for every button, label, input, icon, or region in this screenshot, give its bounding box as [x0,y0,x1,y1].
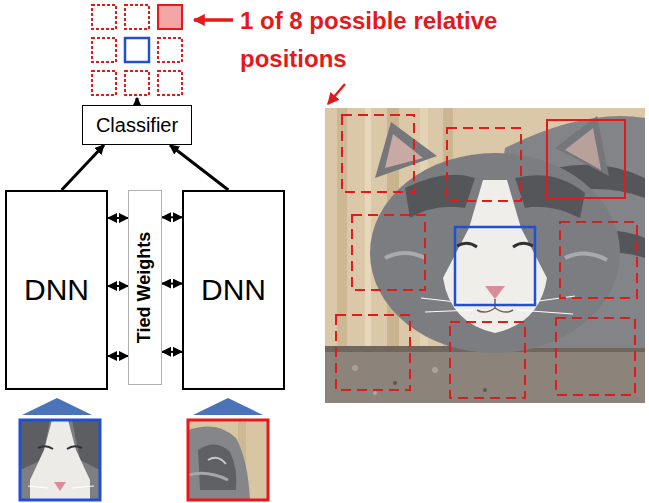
cat-photo-part-part [443,180,547,333]
position-grid-part [125,38,149,62]
tied-weights-box: Tied Weights [128,190,162,385]
cat-photo-part-part [325,108,645,403]
patch-outlines-part [547,120,625,198]
tied-weight-arrow [162,351,182,353]
neighbor-patch-part-part [188,420,268,500]
position-grid-part [92,38,116,62]
center-patch-part [20,420,100,500]
neighbor-patch-part [188,420,268,500]
position-grid-part [158,38,182,62]
center-patch-part [20,420,100,500]
feature-arrow [170,145,228,190]
patch-outlines-part [342,115,414,192]
center-patch-part-part [38,446,53,449]
center-patch-part-part [67,446,82,449]
cat-photo-part-part [352,365,358,371]
node-label: DNN [24,273,89,307]
cat-photo-part-part [405,175,475,218]
cat-photo-part-part [432,367,438,373]
position-grid-part [125,5,149,29]
output-arrow [136,98,139,104]
cat-photo [325,108,645,403]
network-box: DNN [5,190,108,390]
position-grid [92,5,182,95]
patch-outlines-part [556,318,635,395]
patch-outlines-part [447,128,521,201]
callout-label: 1 of 8 possible relative positions [240,2,502,78]
patch-outlines-part [352,215,425,290]
cat-photo-part-part [385,253,425,258]
node-label: DNN [201,273,266,307]
patch-outlines [336,115,637,398]
center-patch-part-part [20,420,100,500]
classifier-box: Classifier [82,105,192,145]
position-grid-part [125,71,149,95]
patch-outlines-part [336,315,410,390]
network-box: DNN [182,190,285,390]
cat-photo-part-part [421,298,473,304]
cat-photo-part-part [513,243,533,247]
callout-arrow [328,84,345,104]
center-patch-part-part [54,482,66,491]
callout-arrow [194,18,233,22]
cat-photo-part [325,108,645,403]
cat-photo-part-part [457,243,477,247]
patch-outlines-part [560,222,637,298]
neighbor-patch-part [188,420,268,500]
cat-photo-part-part [565,128,601,170]
tied-weight-arrow [108,217,128,219]
feature-arrow [62,145,104,190]
cat-photo-part-part [555,116,609,176]
input-triangle [193,398,263,415]
center-patch-part-part [30,420,90,500]
tied-weight-arrow [108,355,128,357]
node-label: Tied Weights [135,232,156,343]
cat-photo-part-part [565,253,607,260]
cat-photo-part-part [370,153,620,353]
cat-photo-part-part [385,134,423,168]
cat-photo-part-part [485,286,505,299]
center-patch-part-part [72,486,94,488]
neighbor-patch-part-part [208,458,226,464]
position-grid-part [92,71,116,95]
patch-outlines-part [450,322,525,398]
cat-photo-part-part [425,310,473,312]
position-grid-part [158,5,182,29]
neighbor-patch-part-part [188,426,250,500]
center-patch-part-part [28,486,48,488]
position-grid-part [92,5,116,29]
cat-photo-part-part [517,296,575,304]
neighbor-patch-part-part [198,444,236,490]
neighbor-patch [188,420,268,500]
neighbor-patch-part-part [188,473,228,480]
cat-photo-part-part [373,391,377,395]
patch-outlines-part [455,227,535,305]
cat-photo-part-part [515,175,585,218]
cat-photo-part-part [483,388,487,392]
position-grid-part [158,71,182,95]
tied-weight-arrow [108,285,128,287]
cat-photo-part-part [393,381,397,385]
tied-weight-arrow [162,216,182,218]
tied-weight-arrow [162,283,182,285]
center-patch [20,420,100,500]
input-triangle [22,398,92,415]
node-label: Classifier [96,114,178,137]
cat-photo-part-part [517,310,573,314]
